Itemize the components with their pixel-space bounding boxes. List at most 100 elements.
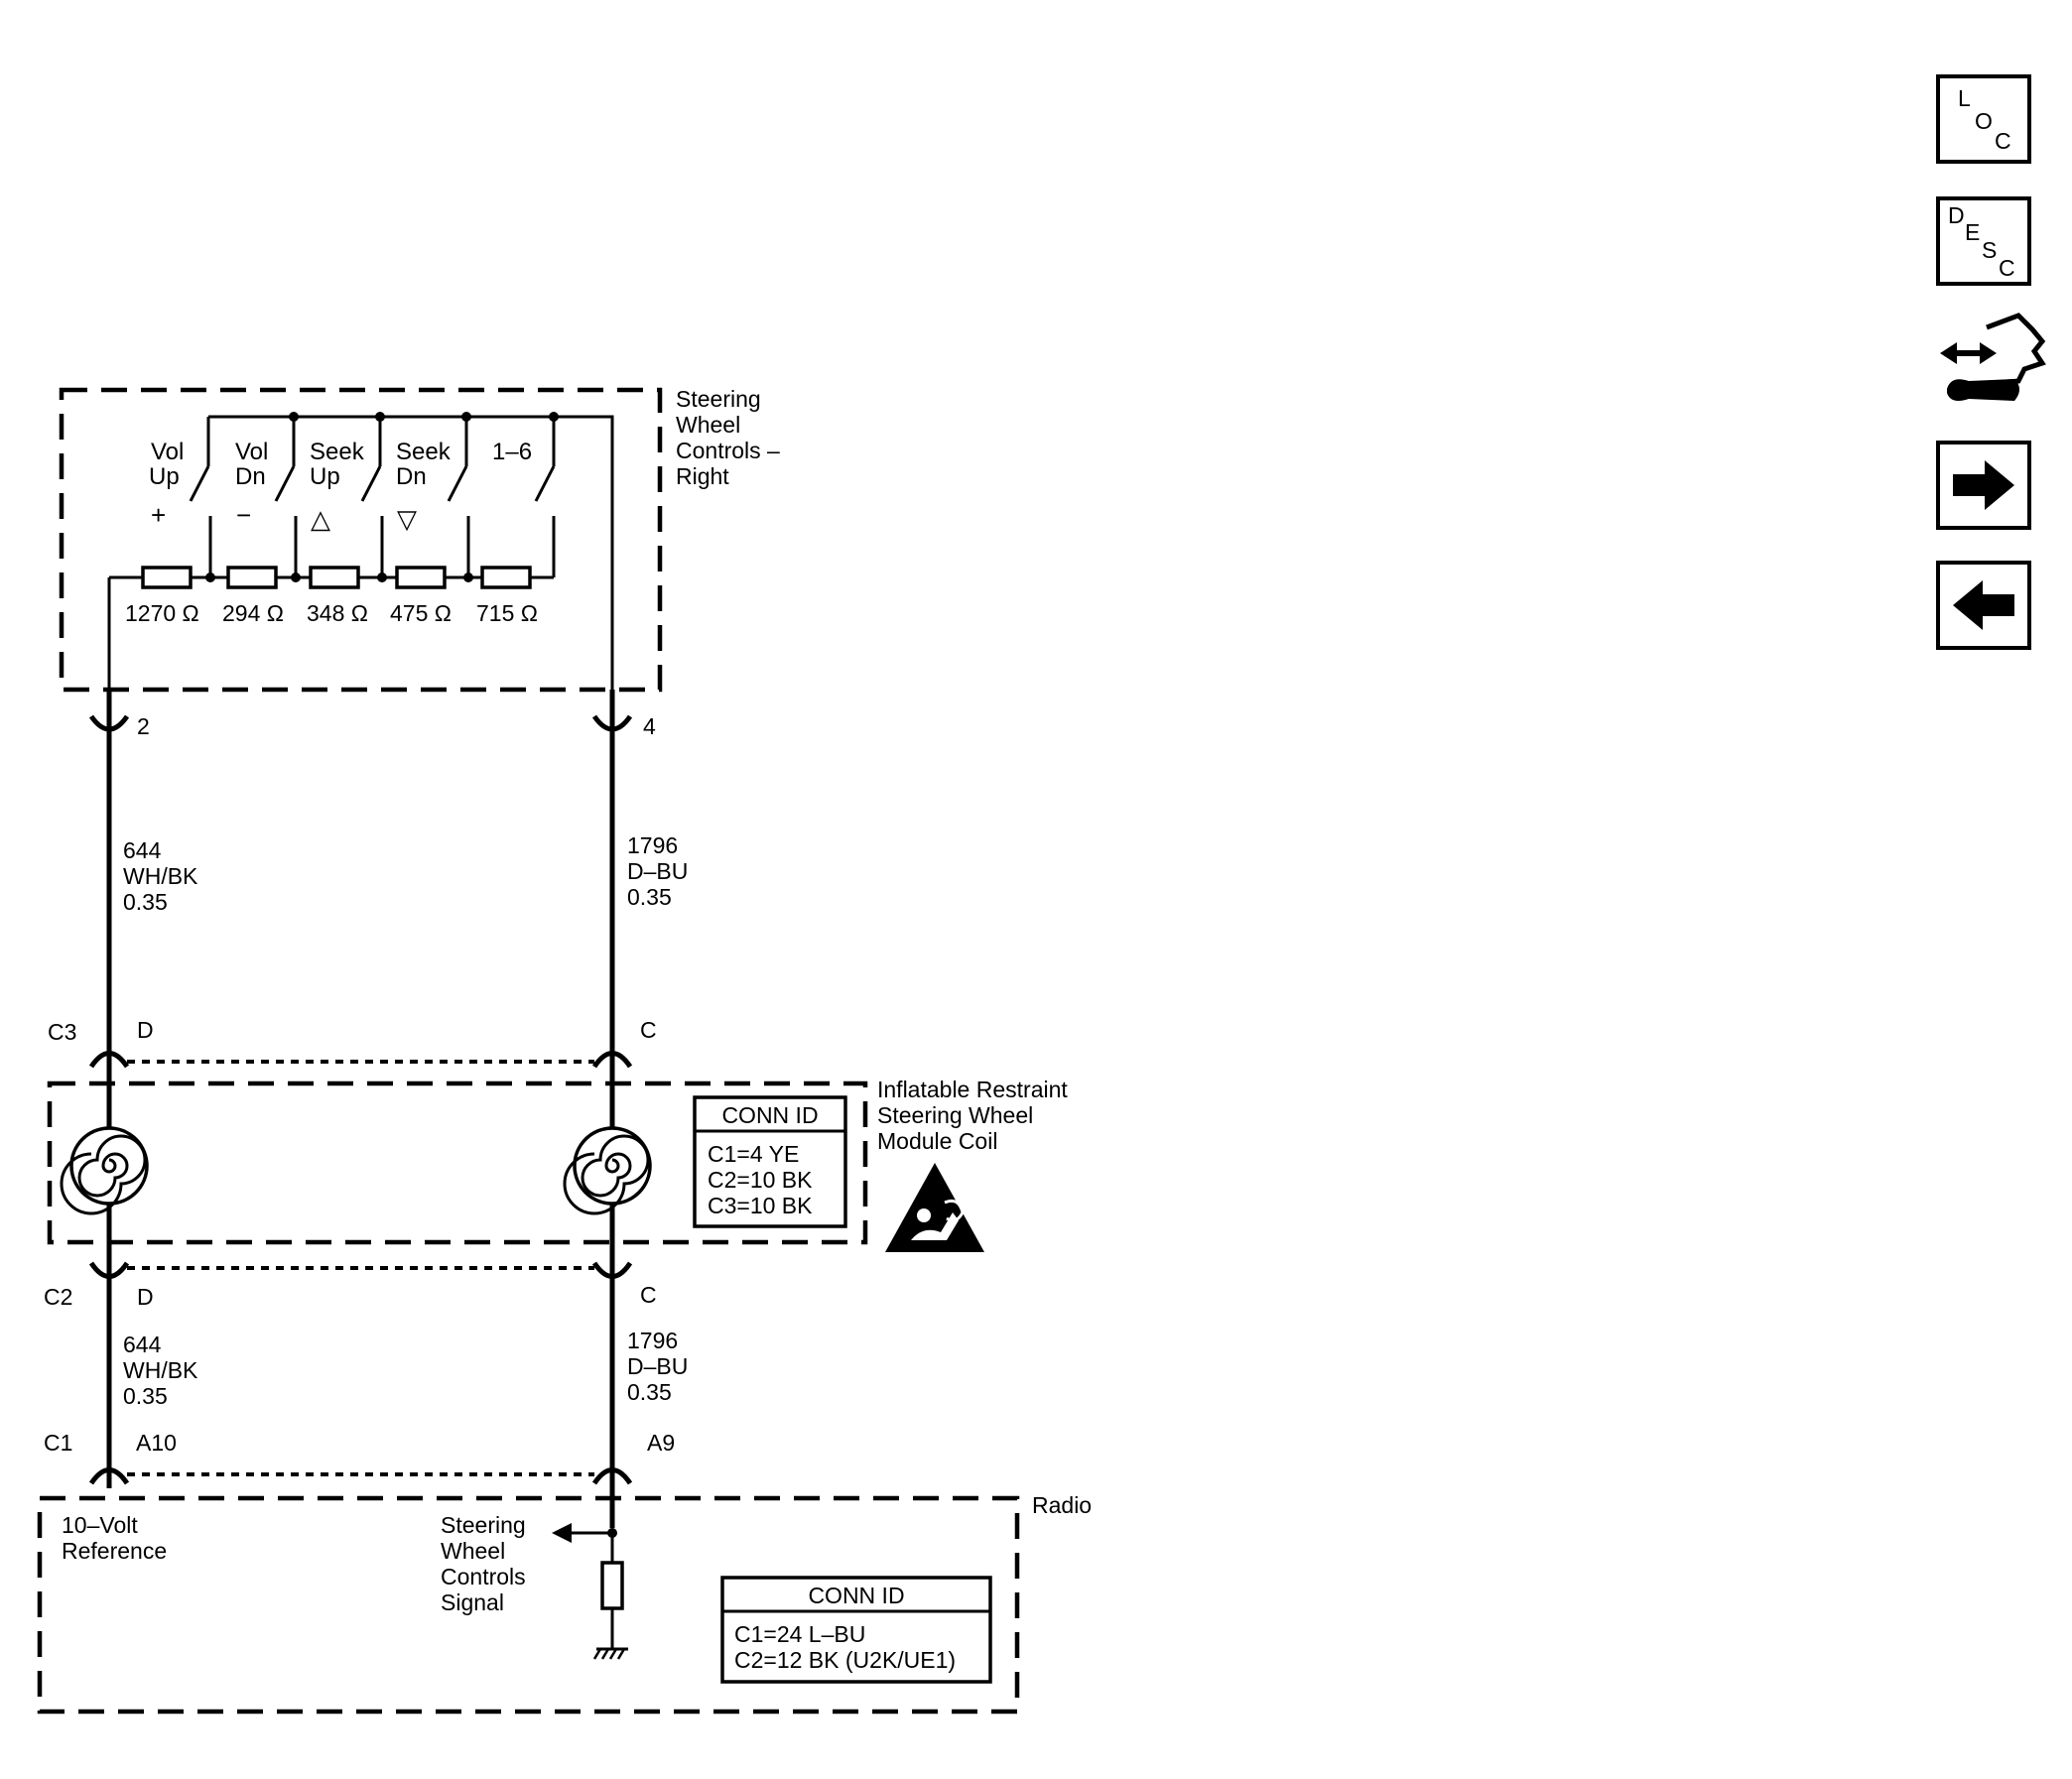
- conn-id-title: CONN ID: [808, 1583, 904, 1608]
- switch-label-line2: Dn: [396, 463, 427, 490]
- next-arrow-icon: [1953, 460, 2014, 510]
- signal-arrow-head: [552, 1523, 572, 1543]
- coil-module-title-line: Module Coil: [877, 1128, 997, 1154]
- wire-circuit: 644: [123, 837, 162, 863]
- wire-gauge: 0.35: [123, 889, 168, 915]
- junction-dots: [205, 412, 559, 582]
- radio-boundary: [37, 1495, 1020, 1715]
- switch-common-bus: [208, 415, 614, 695]
- conn-id-entry: C1=4 YE: [708, 1141, 799, 1167]
- previous-page-button[interactable]: [1936, 561, 2031, 650]
- switch-label-line2: Dn: [235, 463, 266, 490]
- pin-label: 2: [137, 713, 150, 739]
- pin-label: D: [137, 1284, 154, 1310]
- upper-wire-labels: 644 WH/BK 0.35 1796 D–BU 0.35: [123, 832, 688, 915]
- desc-icon: [1936, 196, 2031, 286]
- coil-module-boundary: [47, 1080, 868, 1245]
- pin-label: C: [640, 1282, 657, 1308]
- pin-label: D: [137, 1017, 154, 1043]
- resistor: [309, 566, 360, 589]
- ground-icon: [592, 1647, 628, 1660]
- switch-module-title-line: Controls –: [676, 438, 780, 463]
- conn-id-title: CONN ID: [721, 1102, 818, 1128]
- resistor-value: 348 Ω: [307, 600, 368, 626]
- clockspring-coil-right: [563, 1126, 652, 1215]
- connector-label-c3: C3: [48, 1019, 76, 1045]
- connector-c2-symbol: [88, 1261, 130, 1279]
- main-wires: [106, 690, 615, 1528]
- wire-gauge: 0.35: [627, 884, 672, 910]
- wire-circuit: 644: [123, 1332, 162, 1357]
- connector-c3-symbol: [88, 1051, 130, 1069]
- radio-conn-id-box: CONN ID C1=24 L–BU C2=12 BK (U2K/UE1): [720, 1576, 992, 1684]
- wire-circuit: 1796: [627, 1328, 678, 1353]
- connector-c3-symbol: [591, 1051, 633, 1069]
- conn-id-entry: C3=10 BK: [708, 1193, 813, 1218]
- resistor-value: 1270 Ω: [125, 600, 199, 626]
- connector-hand-button[interactable]: [1940, 313, 2046, 401]
- desc-letter: C: [1999, 255, 2015, 281]
- wire-color: D–BU: [627, 1353, 688, 1379]
- switch-label-line1: 1–6: [492, 439, 532, 465]
- signal-label-line: Signal: [441, 1589, 504, 1615]
- switch-label-line1: Seek: [310, 439, 365, 465]
- connector-hand-icon: [1940, 313, 2046, 401]
- loc-button[interactable]: L O C: [1936, 74, 2031, 164]
- switch-module-boundary: [59, 387, 663, 693]
- connector-c2-symbol: [591, 1261, 633, 1279]
- coil-module-title-line: Steering Wheel: [877, 1102, 1033, 1128]
- switch-symbol: +: [151, 500, 166, 530]
- switch-module-title-line: Right: [676, 463, 729, 489]
- connector-c1-symbol: [88, 1467, 130, 1485]
- radio-module: C1 A10 A9 Radio 10–Volt Reference Steeri…: [37, 1430, 1092, 1715]
- switch-label-line2: Up: [149, 463, 180, 490]
- lower-wire-labels: 644 WH/BK 0.35 1796 D–BU 0.35: [123, 1328, 688, 1409]
- resistor: [226, 566, 278, 589]
- reference-label-line: 10–Volt: [62, 1512, 138, 1538]
- desc-letter: D: [1948, 202, 1965, 228]
- signal-label-line: Controls: [441, 1564, 526, 1589]
- switch-label-line1: Seek: [396, 439, 452, 465]
- desc-letter: S: [1982, 237, 1997, 263]
- resistor: [480, 566, 532, 589]
- connector-c1-symbol: [591, 1467, 633, 1485]
- switch-module-title-line: Steering: [676, 386, 761, 412]
- wire-gauge: 0.35: [627, 1379, 672, 1405]
- switch-blades: [189, 465, 556, 502]
- switch-top-leads: [206, 417, 556, 466]
- wire-gauge: 0.35: [123, 1383, 168, 1409]
- radio-title: Radio: [1032, 1492, 1092, 1518]
- next-page-button[interactable]: [1936, 441, 2031, 530]
- conn-id-entry: C2=12 BK (U2K/UE1): [734, 1647, 956, 1673]
- switch-label-line2: Up: [310, 463, 340, 490]
- wire-circuit: 1796: [627, 832, 678, 858]
- switch-labels: Vol Up + Vol Dn − Seek Up △ Seek Dn ▽ 1–…: [149, 439, 532, 534]
- loc-letter: L: [1958, 85, 1971, 111]
- airbag-warning-icon: [885, 1163, 984, 1252]
- resistor-value: 715 Ω: [476, 600, 538, 626]
- wire-color: D–BU: [627, 858, 688, 884]
- reference-label-line: Reference: [62, 1538, 167, 1564]
- signal-label-line: Steering: [441, 1512, 526, 1538]
- coil-module: C3 D C CONN ID C1=4 YE C2=10 BK C3=10 BK…: [44, 1017, 1068, 1310]
- previous-arrow-icon: [1953, 580, 2014, 630]
- desc-button[interactable]: D E S C: [1936, 196, 2031, 286]
- switch-module-pins: 2 4: [88, 713, 656, 739]
- resistor-value: 475 Ω: [390, 600, 452, 626]
- switch-module-title: Steering Wheel Controls – Right: [676, 386, 780, 489]
- loc-icon: [1936, 74, 2031, 164]
- steering-wheel-controls-module: Steering Wheel Controls – Right Vol: [59, 386, 780, 695]
- loc-letter: O: [1975, 108, 1993, 134]
- resistor-values: 1270 Ω 294 Ω 348 Ω 475 Ω 715 Ω: [125, 600, 538, 626]
- resistor: [141, 566, 193, 589]
- switch-label-line1: Vol: [235, 439, 268, 465]
- coil-module-title-line: Inflatable Restraint: [877, 1077, 1068, 1102]
- switch-label-line1: Vol: [151, 439, 184, 465]
- connector-label-c2: C2: [44, 1284, 72, 1310]
- switch-symbol: ▽: [397, 504, 417, 534]
- loc-letter: C: [1995, 128, 2011, 154]
- pin-label: C: [640, 1017, 657, 1043]
- coil-conn-id-box: CONN ID C1=4 YE C2=10 BK C3=10 BK: [693, 1095, 847, 1228]
- switch-symbol: −: [236, 500, 251, 530]
